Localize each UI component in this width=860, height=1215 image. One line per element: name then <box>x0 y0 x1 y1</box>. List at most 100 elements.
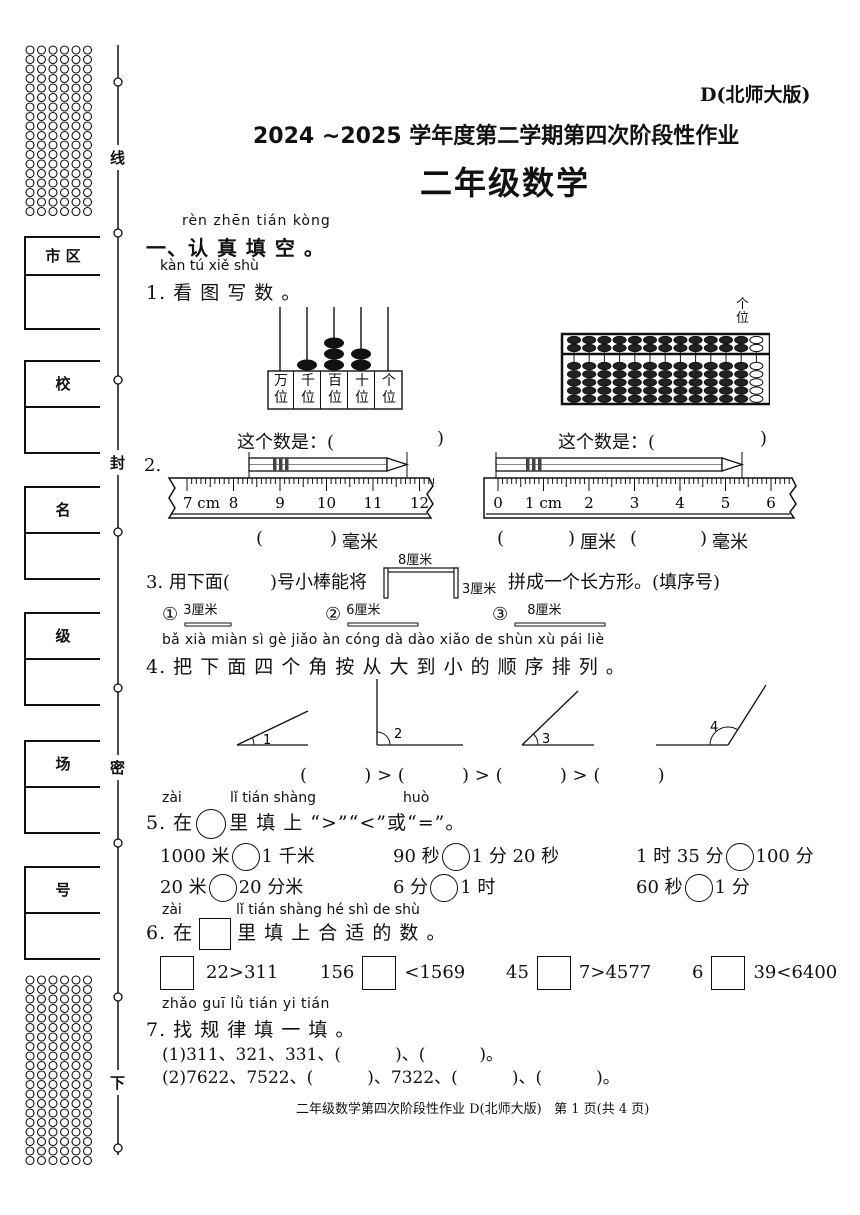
suanpan-bead <box>749 370 764 379</box>
option-number: ③ <box>492 604 509 625</box>
binding-dot <box>36 1117 47 1128</box>
q7-line-1[interactable]: (1)311、321、331、( )、( )。 <box>162 1045 504 1065</box>
binding-hole <box>113 375 123 385</box>
q5-answer-circle[interactable] <box>441 843 470 871</box>
q6-post: 39<6400 <box>753 962 838 983</box>
binding-dot <box>48 83 58 93</box>
suanpan-bead <box>612 394 627 403</box>
binding-dot <box>59 111 70 122</box>
binding-dot <box>36 1108 47 1118</box>
suanpan-bead <box>643 335 657 345</box>
binding-dot <box>36 1070 47 1080</box>
suanpan-bead <box>719 370 733 379</box>
ruler-label: 5 <box>721 494 731 512</box>
q5-answer-circle[interactable] <box>430 874 459 902</box>
q5-pinyin-3: huò <box>403 790 430 806</box>
binding-dot <box>59 1136 70 1147</box>
suanpan-bead <box>627 386 642 395</box>
binding-dot <box>82 45 93 55</box>
binding-dot <box>71 64 81 74</box>
q5-left: 90 秒 <box>393 846 440 867</box>
q3-frame-figure <box>383 567 459 599</box>
suanpan <box>560 332 770 406</box>
field-grade[interactable]: 级 <box>24 612 100 706</box>
binding-dot <box>59 1079 70 1090</box>
suanpan-bead <box>612 370 627 379</box>
q5-answer-circle[interactable] <box>231 843 260 871</box>
field-exam-room[interactable]: 场 <box>24 740 100 834</box>
binding-dot <box>59 168 70 179</box>
section1-pinyin: rèn zhēn tián kòng <box>182 213 331 229</box>
q3-answer-blank[interactable] <box>232 570 268 592</box>
q2-number: 2. <box>144 455 162 476</box>
binding-dot <box>71 92 81 103</box>
q1-answer2-blank[interactable] <box>680 430 750 452</box>
suanpan-bead <box>673 335 688 345</box>
suanpan-bead <box>703 386 718 395</box>
binding-dot <box>59 1003 70 1014</box>
binding-dot <box>71 73 81 84</box>
suanpan-bead <box>597 378 612 387</box>
q6-answer-box[interactable] <box>711 956 746 990</box>
field-city-district[interactable]: 市 区 <box>24 236 100 330</box>
binding-dot <box>59 206 70 217</box>
q6-answer-box[interactable] <box>160 956 194 990</box>
q3-option-1[interactable]: ① 3厘米 <box>162 603 232 627</box>
q2-blank1-mm[interactable] <box>268 530 323 552</box>
q3-option-2[interactable]: ② 6厘米 <box>325 603 419 627</box>
suanpan-bead <box>749 394 764 403</box>
label-char: 千 <box>301 373 315 389</box>
q6-post: 7>4577 <box>578 962 652 983</box>
field-label: 号 <box>26 868 100 914</box>
q3-option-3[interactable]: ③ 8厘米 <box>492 603 606 627</box>
q5-answer-circle[interactable] <box>208 874 237 902</box>
q2-blank2-cm[interactable] <box>510 530 565 552</box>
binding-dot <box>36 45 47 55</box>
suanpan-bead <box>597 335 612 345</box>
q6-answer-box[interactable] <box>362 956 397 990</box>
binding-dot <box>36 159 47 169</box>
q6-answer-box[interactable] <box>536 956 571 990</box>
binding-dot <box>59 1032 70 1042</box>
binding-dot <box>48 111 58 122</box>
suanpan-bead <box>749 386 764 395</box>
binding-dot <box>36 73 47 84</box>
abacus-bead <box>297 359 317 371</box>
q4-order-blanks[interactable]: ( ) > ( ) > ( ) > ( ) <box>300 765 665 786</box>
suanpan-bead <box>597 343 612 353</box>
binding-dot <box>25 1051 35 1061</box>
label-char: 位 <box>382 390 396 406</box>
field-seat-number[interactable]: 号 <box>24 866 100 960</box>
binding-dot <box>36 1041 47 1052</box>
binding-dot <box>36 130 47 141</box>
binding-dot <box>71 1146 81 1156</box>
binding-dot <box>36 994 47 1004</box>
binding-dot <box>71 1032 81 1042</box>
q5-answer-circle[interactable] <box>725 843 754 871</box>
q2-unit-cm: 厘米 <box>580 532 616 553</box>
binding-dot <box>82 1022 93 1033</box>
suanpan-bead <box>567 370 581 379</box>
binding-dot <box>25 1146 35 1156</box>
field-name[interactable]: 名 <box>24 486 100 580</box>
q1-answer1-blank[interactable] <box>355 430 425 452</box>
binding-dot <box>48 102 58 112</box>
q6-post: 22>311 <box>206 962 279 983</box>
binding-dot <box>59 975 70 985</box>
binding-dot <box>36 984 47 995</box>
section1-title: 一、认 真 填 空 。 <box>146 236 325 260</box>
ruler-label: 11 <box>363 494 382 512</box>
q7-line-2[interactable]: (2)7622、7522、( )、7322、( )、( )。 <box>162 1068 620 1088</box>
binding-dot <box>36 92 47 103</box>
binding-dot <box>25 1155 35 1166</box>
field-school[interactable]: 校 <box>24 360 100 454</box>
binding-dot <box>71 984 81 995</box>
q5-answer-circle[interactable] <box>684 874 713 902</box>
q2-blank3-mm[interactable] <box>642 530 697 552</box>
ruler-label: 4 <box>675 494 685 512</box>
binding-dot <box>82 1003 93 1014</box>
binding-dot <box>82 121 93 131</box>
